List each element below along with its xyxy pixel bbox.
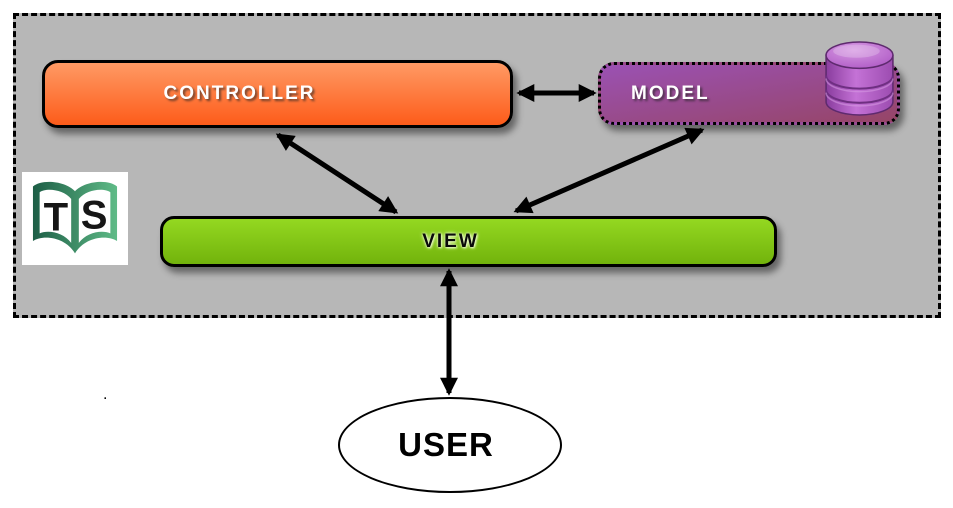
stray-dot: .	[103, 386, 108, 403]
view-node: VIEW	[160, 216, 777, 267]
controller-node: CONTROLLER	[42, 60, 513, 128]
model-label: MODEL	[631, 82, 710, 104]
controller-label: CONTROLLER	[163, 83, 316, 104]
open-book-icon: T S	[32, 181, 118, 253]
mvc-boundary-box	[13, 13, 941, 318]
logo-letter-t: T	[44, 194, 69, 239]
view-label: VIEW	[422, 230, 479, 252]
user-label: USER	[398, 426, 494, 463]
ts-logo: T S	[22, 172, 128, 265]
database-icon	[825, 41, 894, 116]
user-node: USER	[338, 397, 562, 493]
logo-letter-s: S	[81, 192, 108, 237]
